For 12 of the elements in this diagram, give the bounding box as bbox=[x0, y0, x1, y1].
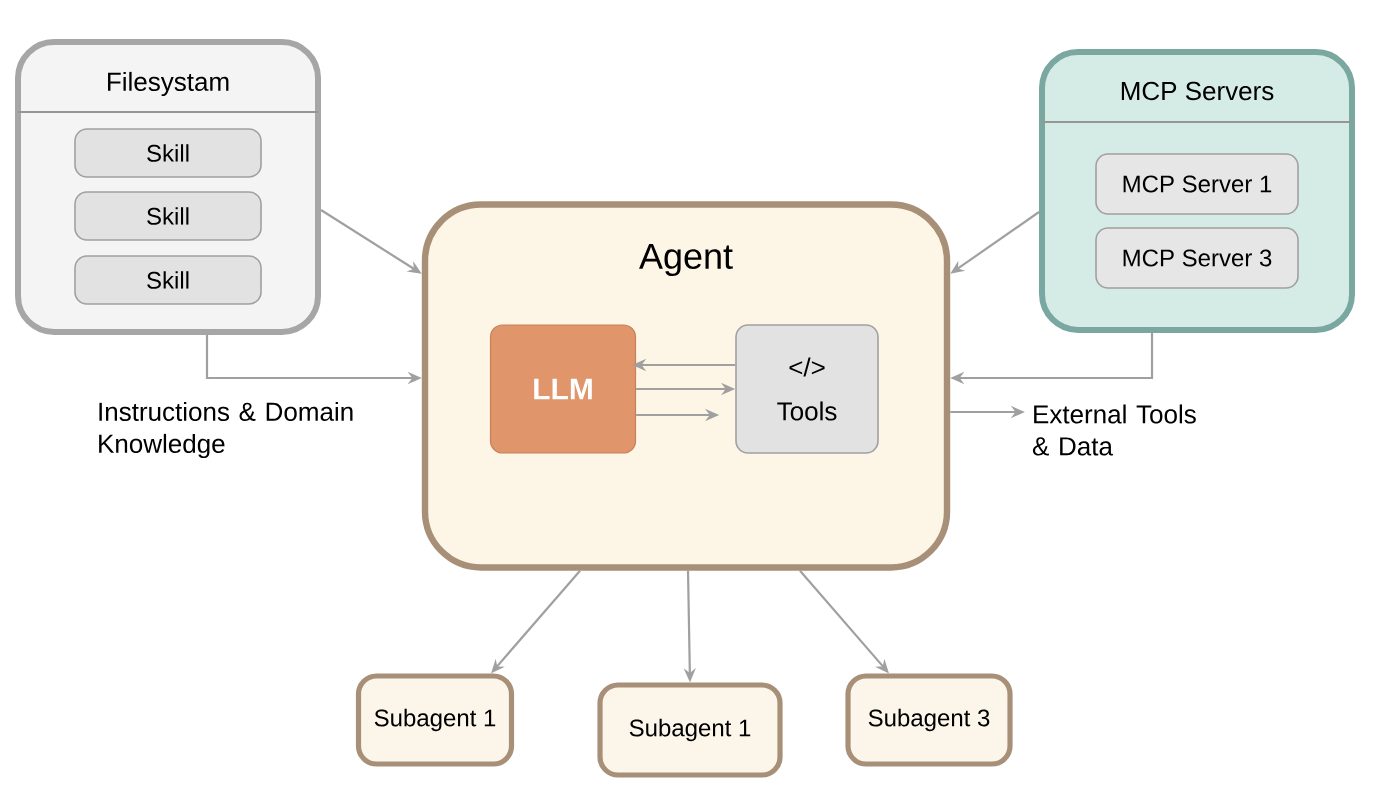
llm-box: LLM bbox=[489, 324, 637, 454]
skill-box: Skill bbox=[74, 255, 262, 305]
text-label: External Tools & Data bbox=[1032, 404, 1196, 456]
server-box: MCP Server 1 bbox=[1095, 153, 1299, 215]
server-box: MCP Server 3 bbox=[1095, 227, 1299, 289]
subagent-box: Subagent 1 bbox=[355, 673, 515, 767]
subagent-box: Subagent 1 bbox=[597, 682, 783, 778]
subagent-box: Subagent 3 bbox=[845, 673, 1013, 767]
edge-label: Instructions & Domain Knowledge bbox=[99, 401, 353, 459]
skill-box: Skill bbox=[74, 128, 262, 178]
skill-box: Skill bbox=[74, 191, 262, 241]
tools-box: </> Tools bbox=[735, 324, 879, 454]
